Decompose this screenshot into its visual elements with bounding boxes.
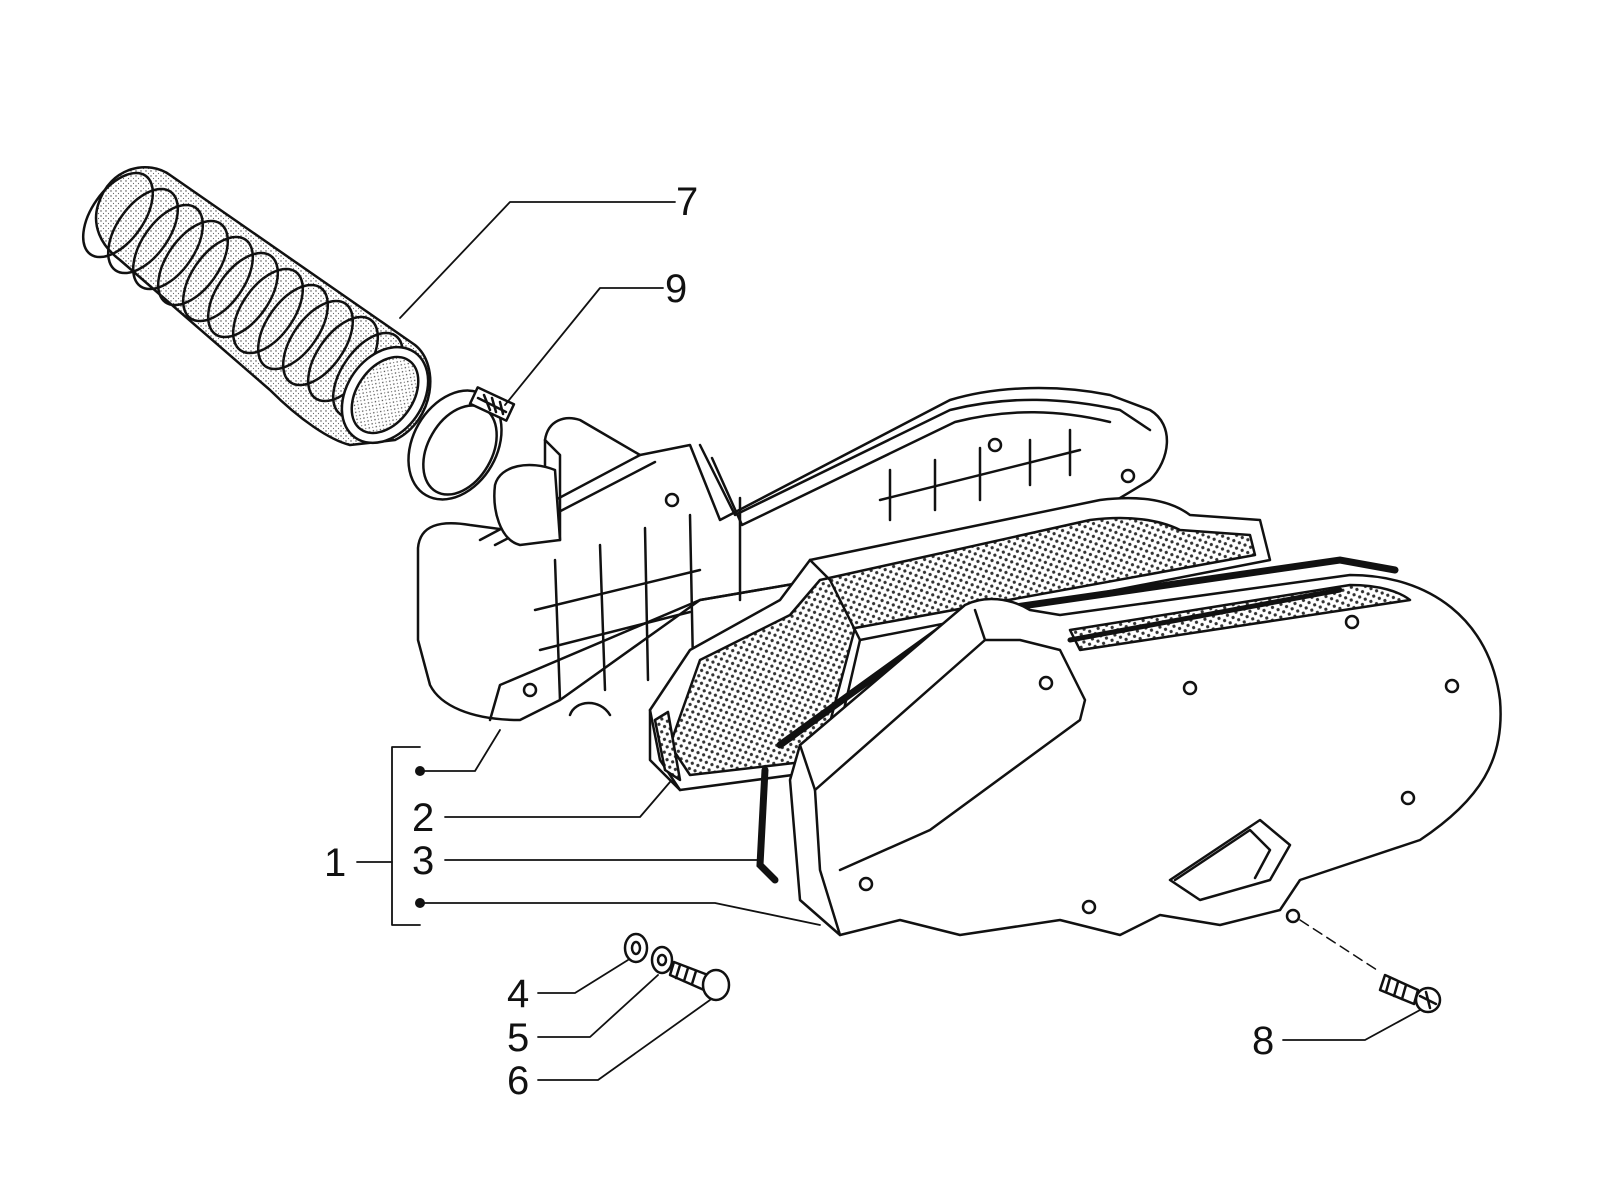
callout-4: 4 xyxy=(507,972,529,1016)
air-box-housing xyxy=(416,386,1169,722)
air-box-cover xyxy=(788,573,1502,937)
callout-1: 1 xyxy=(324,841,346,885)
leader-lines xyxy=(356,201,1421,1081)
washer-spring xyxy=(650,945,674,975)
hose-rib xyxy=(156,219,230,307)
hose-rib xyxy=(81,171,155,259)
hose-rib xyxy=(106,187,180,275)
hose-rib xyxy=(181,235,255,323)
bolt xyxy=(668,960,731,1002)
callout-3: 3 xyxy=(412,839,434,883)
callout-2: 2 xyxy=(412,796,434,840)
washer-flat xyxy=(623,932,649,964)
hose-rib xyxy=(256,283,330,371)
intake-hose xyxy=(81,166,432,447)
callout-5: 5 xyxy=(507,1016,529,1060)
hose-rib xyxy=(131,203,205,291)
callout-9: 9 xyxy=(665,267,687,311)
cover-gasket xyxy=(756,556,1399,884)
callout-7: 7 xyxy=(676,180,698,224)
hose-rib xyxy=(281,299,355,387)
hose-clamp xyxy=(407,386,516,501)
bracket-dot xyxy=(415,766,425,776)
screw xyxy=(1299,919,1442,1014)
bracket-dot xyxy=(415,898,425,908)
callout-8: 8 xyxy=(1252,1019,1274,1063)
filter-element xyxy=(648,496,1272,792)
hose-rib xyxy=(206,251,280,339)
callout-6: 6 xyxy=(507,1059,529,1103)
hose-rib xyxy=(231,267,305,355)
